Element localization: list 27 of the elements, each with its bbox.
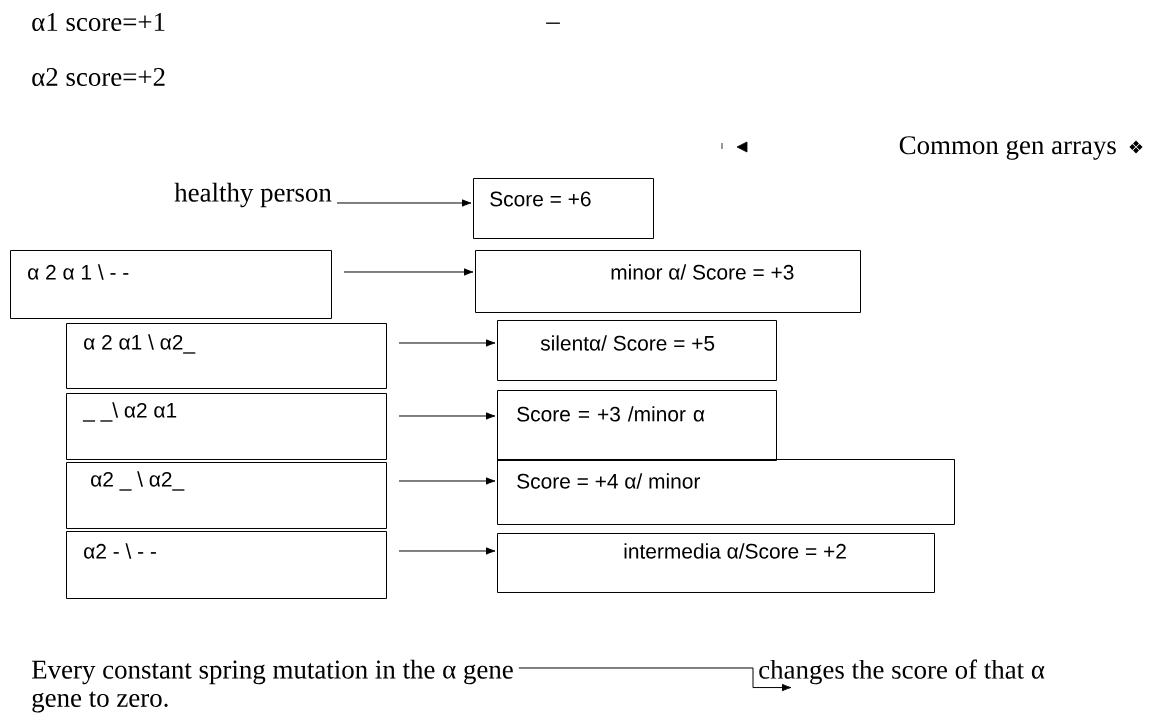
- arrow: [398, 339, 496, 347]
- symbol: ❖: [1129, 140, 1143, 154]
- score-box: Score = +3 /minor α: [497, 390, 777, 461]
- text-label: healthy person: [174, 182, 332, 208]
- arrow: [518, 667, 792, 692]
- text-label: α1 score=+1: [32, 13, 165, 31]
- score-box: Score = +6: [473, 178, 654, 239]
- score-box: intermedia α/Score = +2: [497, 533, 935, 593]
- score-box: minor α/ Score = +3: [475, 250, 861, 313]
- score-box: Score = +4 α/ minor: [497, 459, 955, 525]
- text-label: –: [546, 22, 560, 24]
- text-label: α2 score=+2: [32, 67, 165, 87]
- arrow: [343, 268, 474, 276]
- score-box: α2 _ \ α2_: [66, 462, 387, 529]
- text-label: gene to zero.: [32, 691, 168, 713]
- text-label: changes the score of that α: [759, 659, 1045, 685]
- arrow: [336, 199, 472, 207]
- score-box: silentα/ Score = +5: [497, 320, 777, 381]
- text-label: Every constant spring mutation in the α gene: [32, 659, 513, 685]
- score-box: α 2 α 1 \ - -: [10, 250, 332, 319]
- score-box: _ _\ α2 α1: [66, 393, 387, 460]
- arrow: [398, 547, 496, 555]
- score-box: α2 - \ - -: [66, 531, 387, 599]
- text-label: Common gen arrays: [899, 136, 1116, 160]
- score-box: α 2 α1 \ α2_: [66, 323, 387, 389]
- arrow: [398, 477, 496, 485]
- arrow: [398, 412, 496, 420]
